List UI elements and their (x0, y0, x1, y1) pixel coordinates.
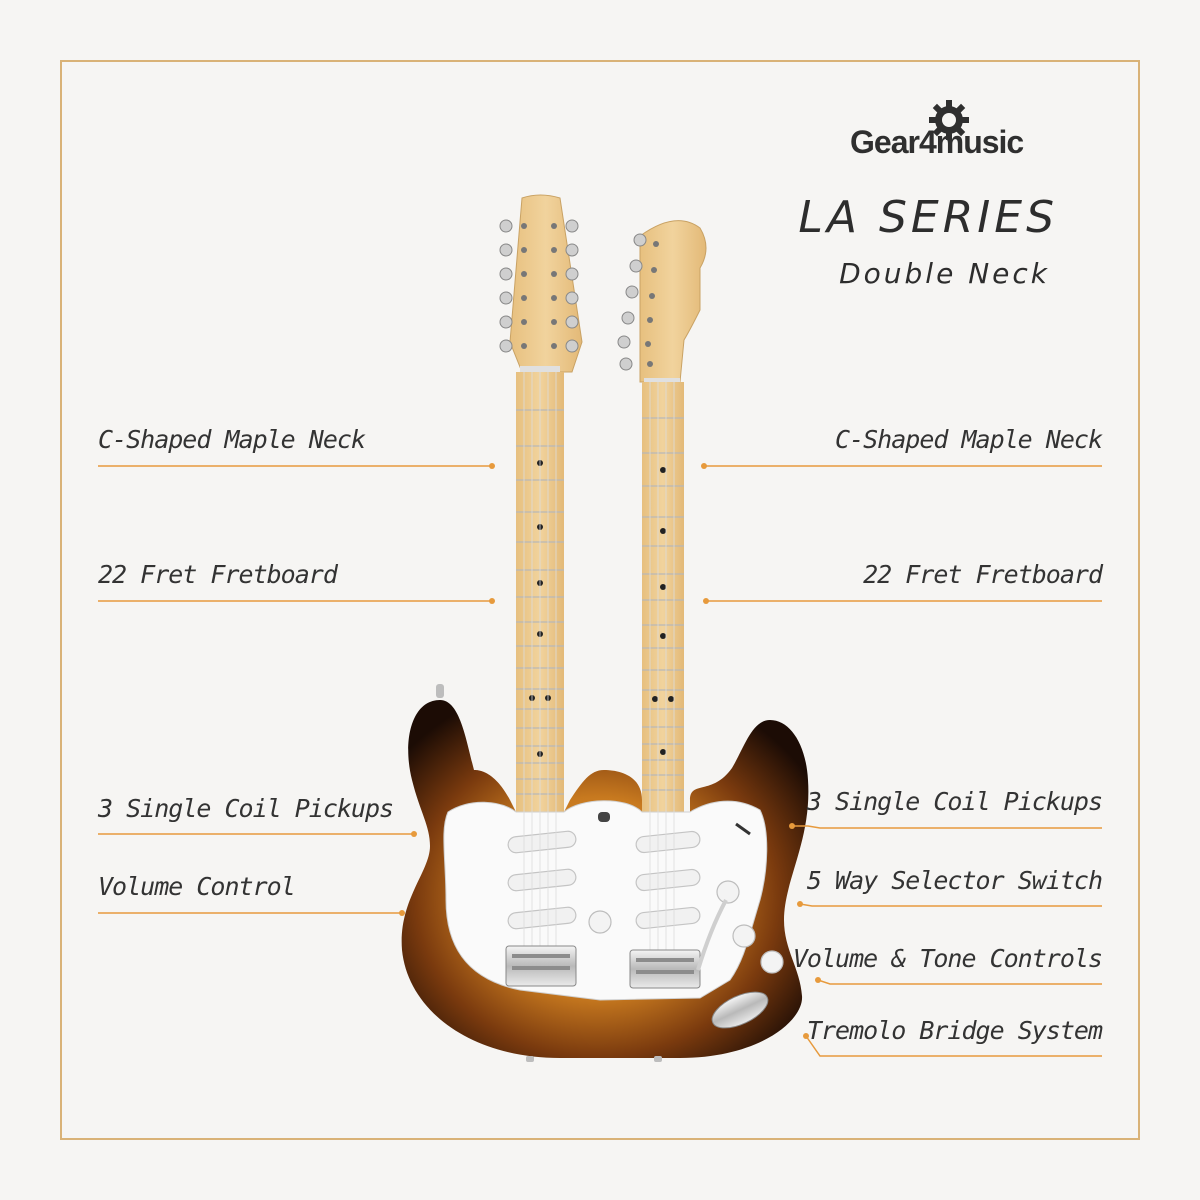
gear-icon (929, 100, 969, 140)
series-subtitle: Double Neck (839, 257, 1050, 290)
callout-left-pickups: 3 Single Coil Pickups (98, 794, 394, 823)
callout-right-tremolo: Tremolo Bridge System (806, 1016, 1103, 1045)
guitar-body (401, 372, 809, 1062)
callout-right-maple-neck: C-Shaped Maple Neck (835, 425, 1103, 454)
headstock-6-string (617, 220, 707, 383)
callout-left-maple-neck: C-Shaped Maple Neck (98, 425, 366, 454)
callout-left-volume: Volume Control (98, 872, 296, 901)
callout-lines (98, 465, 1102, 1057)
brand-name: Gear4music (850, 124, 1024, 160)
brand-logo: Gear4music (850, 100, 1070, 166)
callout-right-pickups: 3 Single Coil Pickups (806, 787, 1103, 816)
callout-left-fretboard: 22 Fret Fretboard (98, 560, 338, 589)
neck-6-string (642, 382, 684, 812)
callout-right-fretboard: 22 Fret Fretboard (863, 560, 1103, 589)
product-frame (60, 60, 1140, 1140)
callout-right-selector-switch: 5 Way Selector Switch (806, 866, 1103, 895)
callout-dots (399, 463, 821, 1039)
headstock-12-string (499, 194, 583, 373)
series-title: LA SERIES (798, 192, 1058, 243)
callout-right-volume-tone: Volume & Tone Controls (792, 944, 1103, 973)
